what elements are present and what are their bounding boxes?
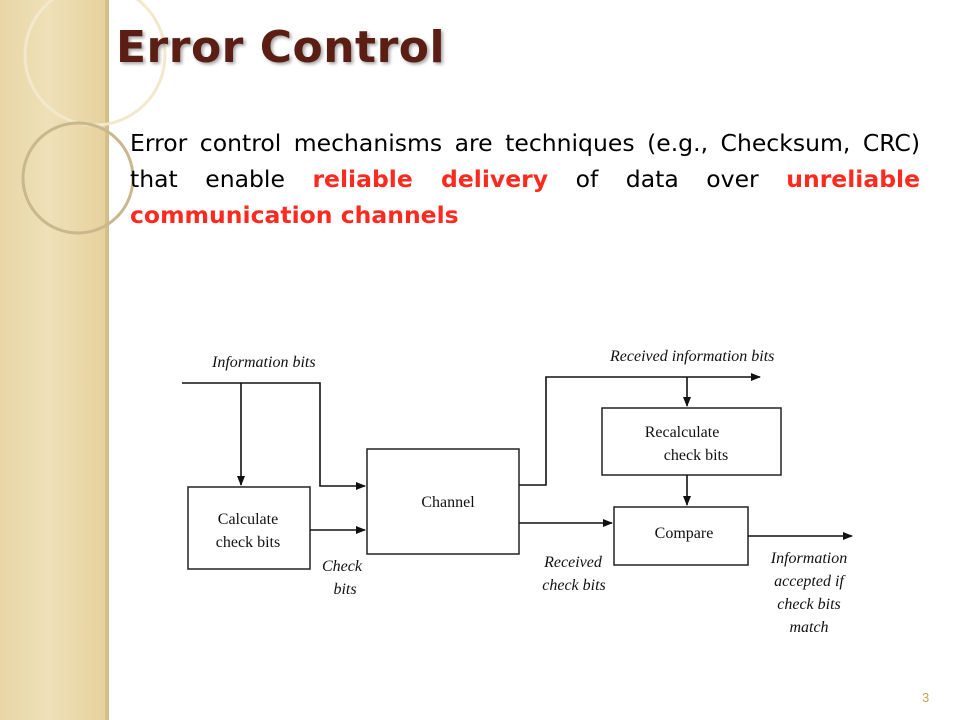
- decorative-circles: [21, 0, 167, 235]
- highlight-unreliable-channels: unreliable communication channels: [130, 165, 921, 229]
- deco-circle-small: [21, 121, 135, 235]
- information-bits-label: Information bits: [211, 354, 316, 371]
- recalculate-box-label-line2: check bits: [664, 447, 728, 464]
- channel-box: [366, 448, 520, 555]
- information-accepted-label-line2: accepted if: [774, 573, 846, 590]
- highlight-reliable-delivery: reliable delivery: [312, 165, 549, 193]
- calculate-check-bits-box: [187, 486, 311, 570]
- body-text-mid: of data over: [548, 165, 787, 193]
- calculate-box-label-line1: Calculate: [218, 511, 278, 528]
- body-text-lead: Error control mechanisms are techniques …: [130, 129, 920, 193]
- received-check-bits-label-line2: check bits: [542, 577, 606, 594]
- recalculate-box-label-line1: Recalculate: [645, 424, 720, 441]
- info-bits-to-channel-arrow: [182, 382, 366, 490]
- slide-title: Error Control: [116, 22, 446, 73]
- check-bits-label-line1: Check: [322, 558, 363, 575]
- calculate-box-label-line2: check bits: [216, 534, 280, 551]
- slide-number: 3: [922, 690, 930, 705]
- received-information-bits-label: Received information bits: [609, 348, 774, 365]
- information-accepted-label-line1: Information: [770, 550, 847, 567]
- information-accepted-label-line4: match: [789, 619, 828, 636]
- channel-box-label: Channel: [421, 494, 475, 511]
- recalculate-check-bits-box: [601, 407, 782, 476]
- received-info-bits-arrow: [519, 373, 761, 486]
- information-accepted-label-line3: check bits: [777, 596, 841, 613]
- compare-box-label: Compare: [655, 525, 714, 542]
- check-bits-label-line2: bits: [333, 581, 356, 598]
- received-check-bits-label-line1: Received: [543, 554, 603, 571]
- decorative-side-band: [0, 0, 109, 720]
- body-paragraph: Error control mechanisms are techniques …: [130, 125, 920, 233]
